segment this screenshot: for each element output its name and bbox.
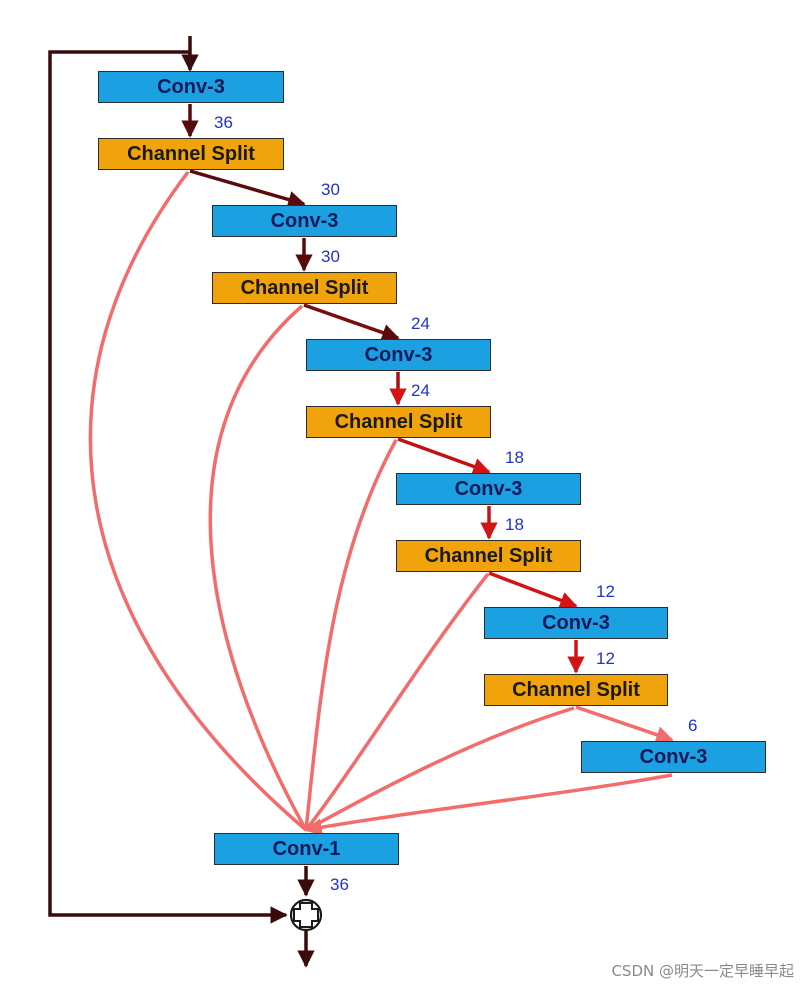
edge-split-2-to-conv3-3 bbox=[303, 303, 400, 342]
channel-count-label: 24 bbox=[411, 314, 430, 333]
channel-split-block-3: Channel Split bbox=[306, 406, 491, 438]
channel-count-label: 12 bbox=[596, 649, 615, 668]
channel-split-block-4: Channel Split bbox=[396, 540, 581, 572]
channel-count-label: 36 bbox=[330, 875, 349, 894]
channel-count-label: 30 bbox=[321, 247, 340, 266]
conv3-block-3: Conv-3 bbox=[306, 339, 491, 371]
channel-count-label: 30 bbox=[321, 180, 340, 199]
channel-count-label: 36 bbox=[214, 113, 233, 132]
skip-curve-split-4 bbox=[304, 572, 490, 832]
skip-curve-split-2 bbox=[208, 304, 308, 831]
plus-circle-icon bbox=[289, 898, 323, 932]
conv1-block: Conv-1 bbox=[214, 833, 399, 865]
edge-split-3-to-conv3-4 bbox=[397, 437, 491, 475]
channel-count-label: 12 bbox=[596, 582, 615, 601]
conv3-block-2: Conv-3 bbox=[212, 205, 397, 237]
conv3-block-4: Conv-3 bbox=[396, 473, 581, 505]
channel-count-label: 18 bbox=[505, 448, 524, 467]
edge-split-4-to-conv3-5 bbox=[488, 571, 578, 609]
channel-count-label: 18 bbox=[505, 515, 524, 534]
skip-curve-split-3 bbox=[304, 439, 398, 831]
channel-count-label: 24 bbox=[411, 381, 430, 400]
channel-split-block-2: Channel Split bbox=[212, 272, 397, 304]
conv3-block-5: Conv-3 bbox=[484, 607, 668, 639]
conv3-block-6: Conv-3 bbox=[581, 741, 766, 773]
skip-curve-split-5 bbox=[305, 706, 575, 832]
channel-count-label: 6 bbox=[688, 716, 698, 735]
watermark-text: CSDN @明天一定早睡早起 bbox=[611, 962, 794, 980]
channel-split-block-5: Channel Split bbox=[484, 674, 668, 706]
skip-curve-split-1 bbox=[88, 170, 308, 832]
channel-split-block-1: Channel Split bbox=[98, 138, 284, 170]
residual-connection-line bbox=[48, 50, 288, 924]
skip-curve-conv3-6 bbox=[304, 773, 673, 836]
edge-split-5-to-conv3-6 bbox=[575, 705, 674, 744]
edge-split-1-to-conv3-2 bbox=[189, 169, 306, 209]
conv3-block-1: Conv-3 bbox=[98, 71, 284, 103]
